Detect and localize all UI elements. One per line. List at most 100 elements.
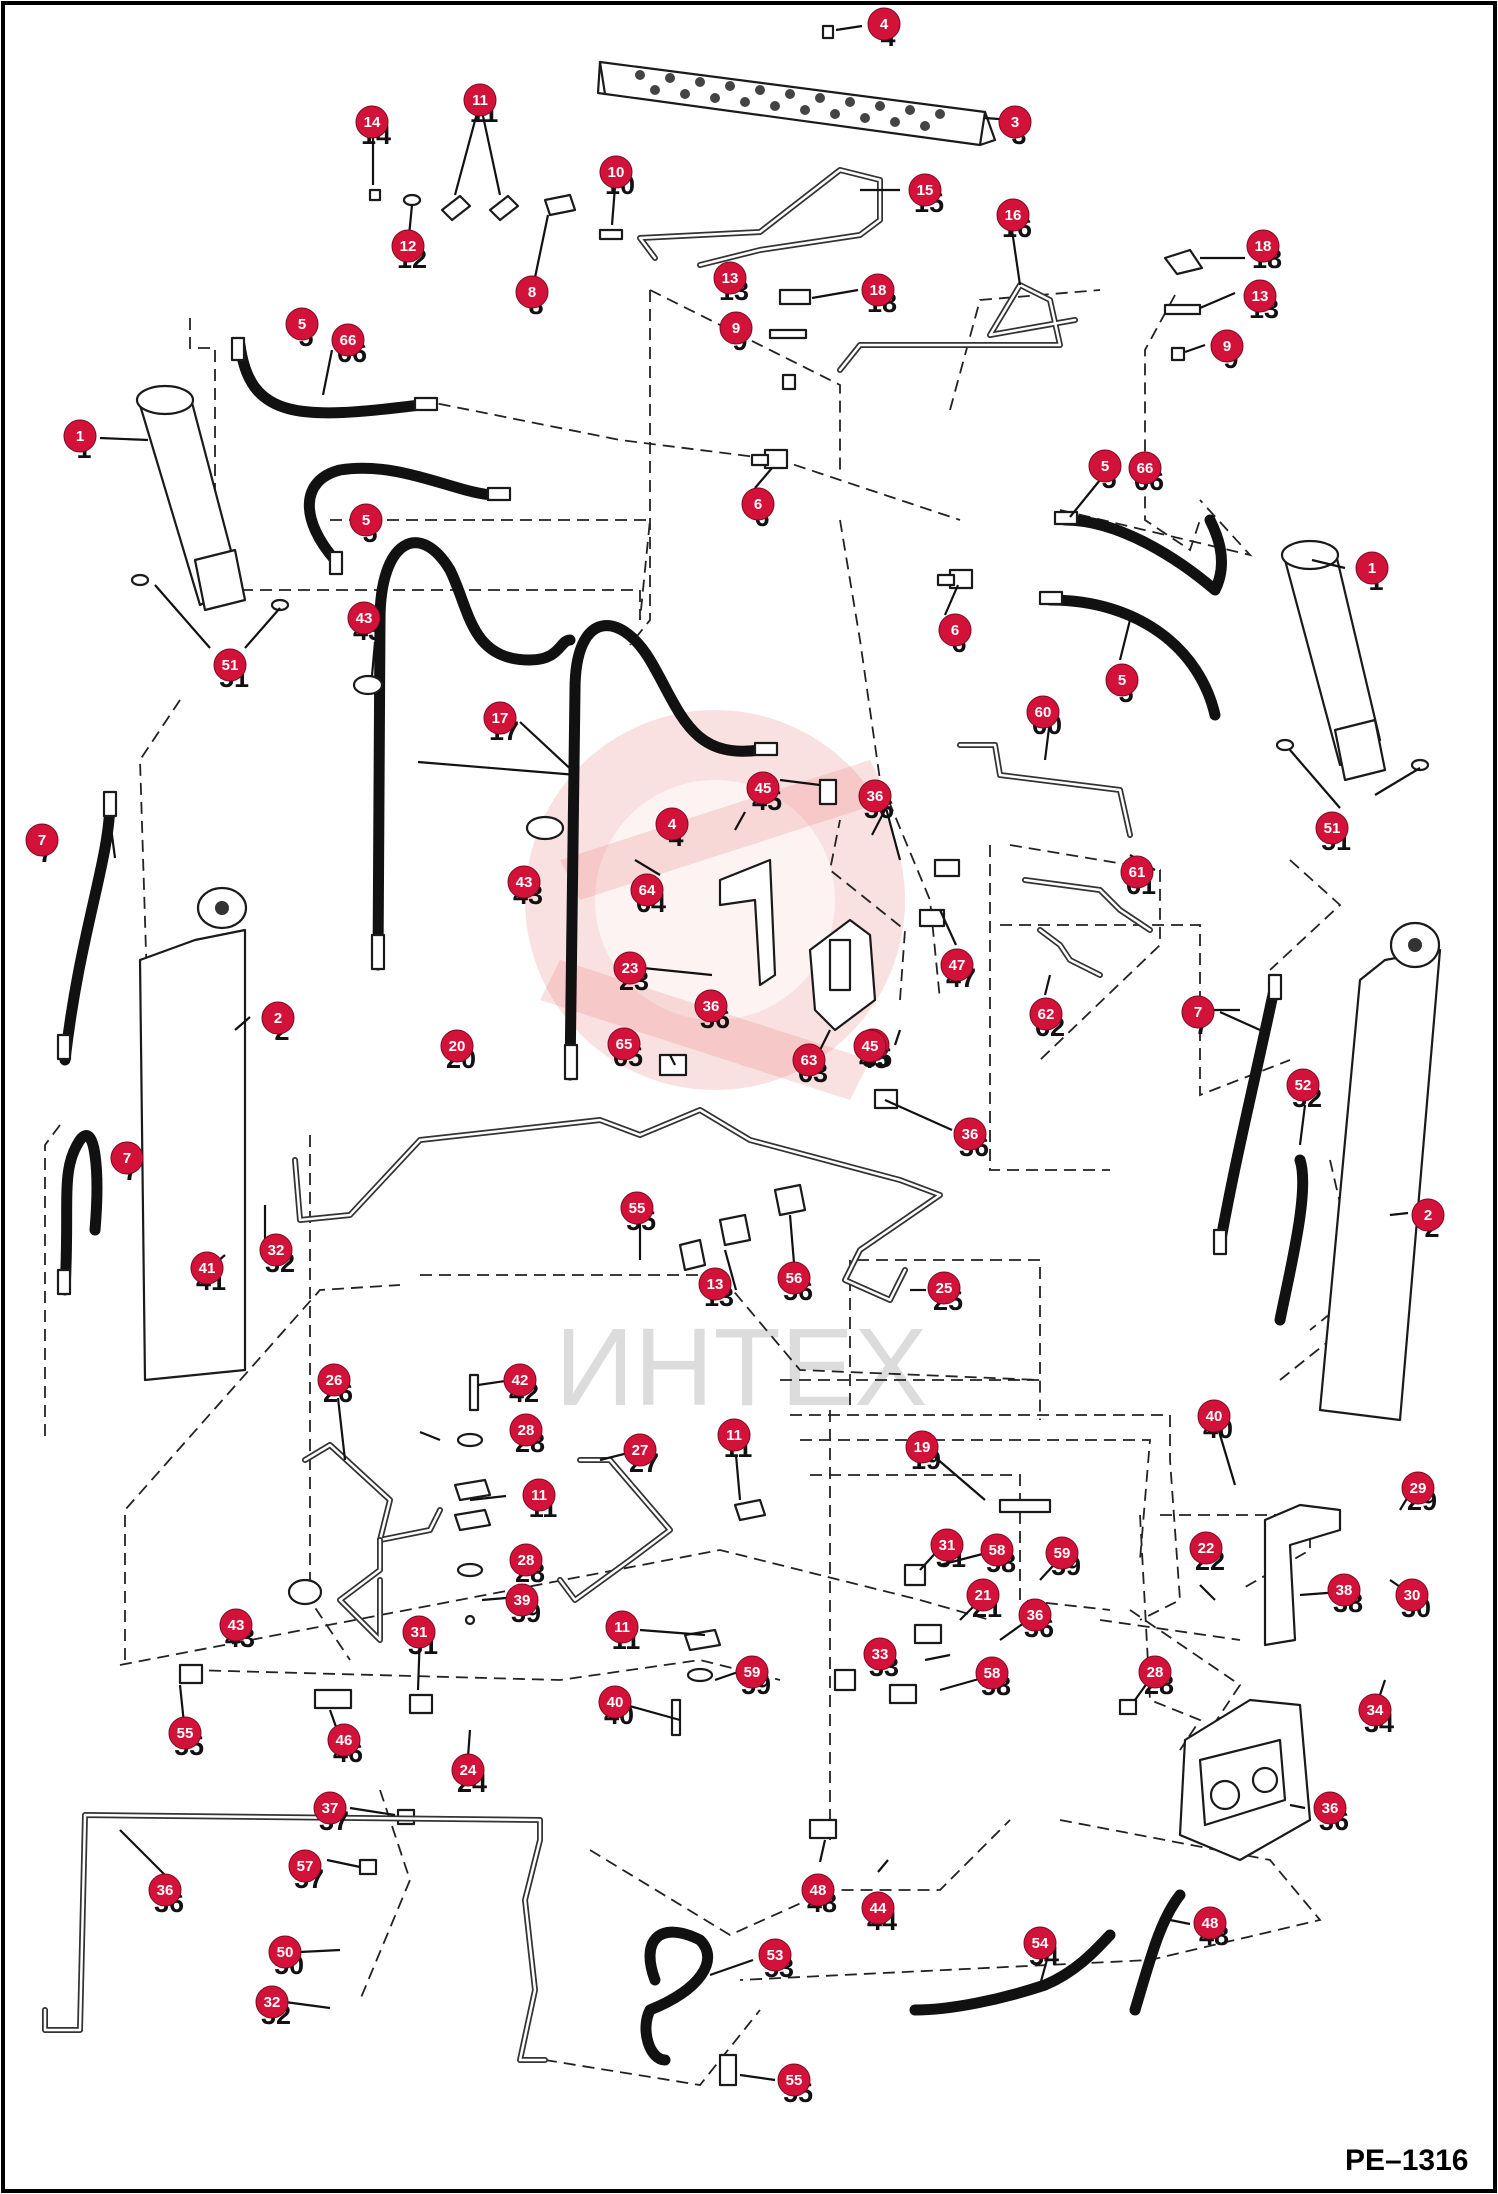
callout-bubble [451,1753,485,1787]
callout-bubble [463,83,497,117]
callout-bubble-label: 2 [274,1010,282,1027]
callout-bubble [355,105,389,139]
callout-bubble-label: 41 [199,1260,216,1277]
callout-bubble-label: 36 [157,1882,174,1899]
tube-27 [557,1457,673,1603]
watermark-text: ИНТЕХ [555,1306,927,1429]
right-clamp-hardware [1163,248,1204,362]
callout-bubble-label: 29 [1410,1480,1427,1497]
hose-5-66-left [234,339,426,419]
tube-15 [637,167,883,268]
lower-fittings [178,1498,1138,2087]
callout-bubble [853,1029,887,1063]
callout-bubble-label: 21 [975,1587,992,1604]
callout-bubble-label: 9 [1223,338,1231,355]
callout-bubble [607,1027,641,1061]
tube-57 [42,1812,548,2063]
callout-bubble [1189,1531,1223,1565]
callout-bubble-label: 36 [962,1126,979,1143]
callout-bubble-label: 11 [531,1487,547,1504]
hose-50 [909,1929,1116,2016]
callout-bubble-label: 6 [754,496,762,513]
hose-7-upper-left [59,794,116,1066]
watermark-logo [525,710,905,1100]
callout-bubble-label: 54 [1032,1935,1049,1952]
callout-bubble-label: 37 [322,1800,339,1817]
callout-bubble [1315,811,1349,845]
center-hardware-stack [453,1373,767,1737]
callout-bubble [440,1029,474,1063]
callout-bubble [268,1935,302,1969]
callout-bubble [717,1418,751,1452]
callout-bubble [402,1615,436,1649]
callout-bubble-label: 53 [767,1947,784,1964]
callout-bubble-label: 7 [1194,1004,1202,1021]
callout-bubble-label: 33 [872,1646,889,1663]
tilt-cylinder-left [138,886,248,1382]
tubes-60-61-62 [957,742,1153,978]
callout-bubble [1197,1399,1231,1433]
callout-bubble-label: 59 [1054,1545,1071,1562]
callout-bubble-label: 5 [1118,672,1126,689]
callout-bubble-label: 45 [862,1038,879,1055]
lift-cylinder-left [130,384,290,612]
callout-bubble [694,989,728,1023]
callout-bubble [758,1938,792,1972]
control-valve-37 [1178,1698,1312,1862]
tube-16 [837,282,1078,373]
callout-bubble-label: 55 [786,2072,803,2089]
callout-bubble [905,1430,939,1464]
callout-bubble-label: 48 [810,1882,827,1899]
callout-bubble-label: 59 [744,1664,761,1681]
callout-bubble-label: 13 [1252,288,1269,305]
callout-bubble-label: 4 [880,16,889,33]
callout-bubble-label: 13 [707,1276,724,1293]
hose-fittings [56,336,1283,1296]
callout-bubble [1029,997,1063,1031]
callout-bubble [735,1655,769,1689]
callout-bubble [331,323,365,357]
callout-bubble-label: 7 [123,1150,131,1167]
callout-bubble-label: 36 [1027,1607,1044,1624]
callout-bubble-label: 18 [1255,238,1272,255]
callout-bubble [792,1043,826,1077]
callout-bubble-label: 40 [1206,1408,1223,1425]
callout-bubble [509,1413,543,1447]
tube-20-25 [292,1107,943,1303]
callout-bubble-label: 25 [936,1280,953,1297]
hose-7-right [1214,979,1281,1251]
callout-bubble [168,1716,202,1750]
callout-bubble [483,701,517,735]
callout-bubble [996,198,1030,232]
callout-bubble-label: 28 [518,1552,535,1569]
callout-bubble [980,1533,1014,1567]
callout-bubble-label: 66 [1137,460,1154,477]
callout-bubble-label: 55 [629,1200,646,1217]
callout-bubble [746,771,780,805]
tee-fitting-left [750,448,789,470]
callout-bubble [1018,1598,1052,1632]
callout-bubble [698,1267,732,1301]
callout-bubble [741,487,775,521]
callout-bubble [867,7,901,41]
callout-bubble [1181,995,1215,1029]
callout-layer: 4433111114141010121288151516161313181818… [25,7,1445,2108]
callout-bubble-label: 50 [277,1944,294,1961]
step-screw [821,24,835,40]
callout-bubble-label: 44 [870,1900,887,1917]
hose-5-left [303,462,501,566]
callout-bubble-label: 32 [268,1242,285,1259]
leader-lines [99,24,1421,2082]
callout-bubble-label: 12 [400,238,417,255]
callout-bubble-label: 26 [326,1372,343,1389]
callout-bubble-label: 52 [1295,1077,1312,1094]
callout-bubble-label: 66 [340,332,357,349]
callout-bubble [1355,551,1389,585]
callout-bubble-label: 55 [177,1725,194,1742]
callout-bubble [515,275,549,309]
callout-bubble [801,1873,835,1907]
callout-bubble-label: 14 [364,114,381,131]
callout-bubble-label: 30 [1404,1587,1421,1604]
top-left-hardware [368,188,624,241]
